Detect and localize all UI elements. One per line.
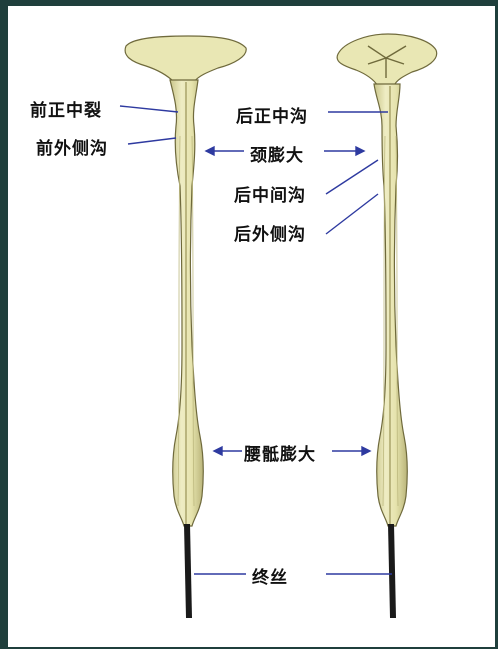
posterior-view-cord bbox=[336, 33, 438, 618]
label-lumbosacral-enlargement: 腰骶膨大 bbox=[244, 445, 316, 465]
anterior-view-cord bbox=[124, 35, 247, 618]
leader-anterior-median-fissure bbox=[119, 105, 179, 113]
label-posterolateral-sulcus: 后外侧沟 bbox=[234, 225, 306, 245]
leader-posterior-intermediate-sulcus bbox=[325, 159, 379, 195]
leader-posterolateral-sulcus bbox=[325, 193, 379, 235]
anterior-top-section bbox=[124, 35, 247, 83]
label-cervical-enlargement: 颈膨大 bbox=[250, 146, 304, 166]
label-posterior-median-sulcus: 后正中沟 bbox=[236, 107, 308, 127]
label-posterior-intermediate-sulcus: 后中间沟 bbox=[234, 186, 306, 206]
spinal-cord-illustration bbox=[119, 33, 438, 618]
figure-panel: 前正中裂 前外侧沟 后正中沟 颈膨大 后中间沟 后外侧沟 腰骶膨大 终丝 bbox=[8, 6, 495, 647]
leader-anterolateral-sulcus bbox=[127, 137, 177, 145]
leader-lines bbox=[119, 105, 392, 575]
posterior-filum bbox=[388, 524, 396, 618]
label-anterior-median-fissure: 前正中裂 bbox=[30, 101, 102, 121]
label-filum-terminale: 终丝 bbox=[252, 568, 288, 588]
label-anterolateral-sulcus: 前外侧沟 bbox=[36, 139, 108, 159]
posterior-top-section bbox=[336, 33, 438, 87]
anterior-filum bbox=[184, 524, 192, 618]
